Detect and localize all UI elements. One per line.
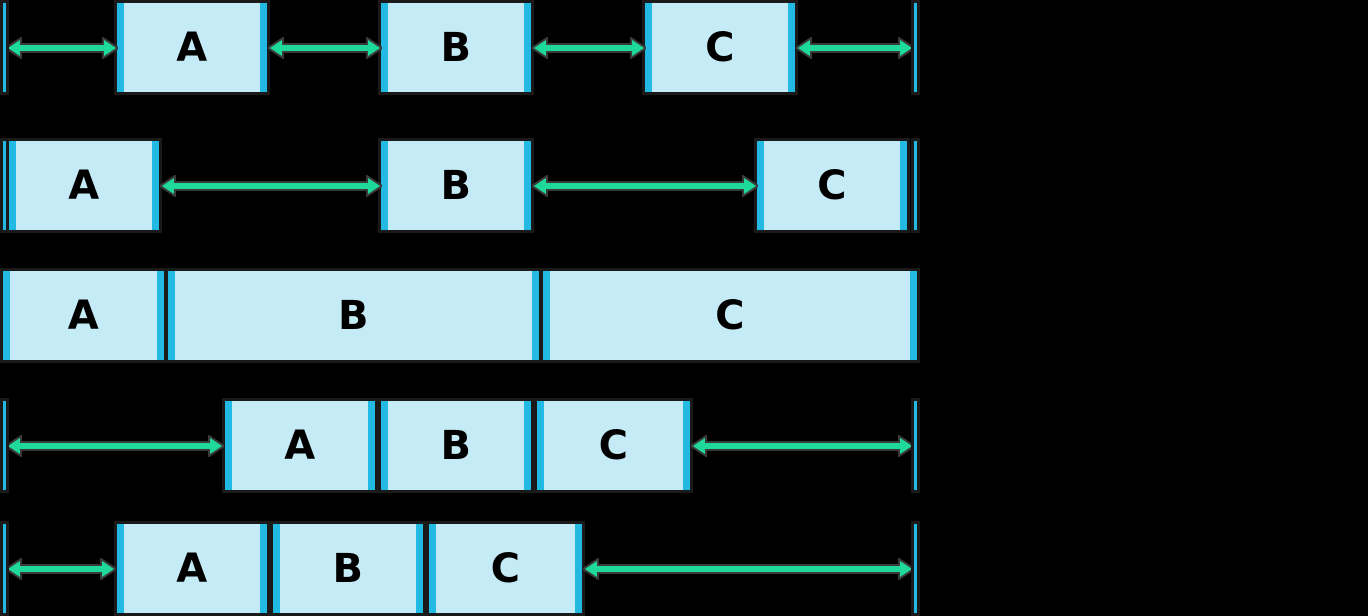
flex-item-label: B bbox=[332, 545, 364, 592]
flex-item-label: C bbox=[490, 545, 521, 592]
flex-item-c: C bbox=[540, 268, 920, 363]
container-edge-end bbox=[911, 398, 920, 493]
flex-row-space-between: A B C bbox=[0, 138, 920, 233]
spacing-arrow bbox=[532, 37, 646, 59]
flex-item-b: B bbox=[378, 398, 534, 493]
container-edge-start bbox=[0, 138, 9, 233]
spacing-arrow bbox=[532, 175, 758, 197]
container-edge-end bbox=[911, 521, 920, 616]
flex-item-label: C bbox=[715, 292, 745, 339]
flex-item-label: A bbox=[284, 422, 316, 469]
container-edge-start bbox=[0, 521, 9, 616]
flex-item-c: C bbox=[642, 0, 798, 95]
flex-item-label: C bbox=[598, 422, 629, 469]
spacing-arrow bbox=[583, 558, 914, 580]
flex-item-label: A bbox=[176, 24, 208, 71]
container-edge-start bbox=[0, 398, 9, 493]
flex-item-b: B bbox=[378, 138, 534, 233]
flex-item-a: A bbox=[6, 138, 162, 233]
container-edge-start bbox=[0, 0, 9, 95]
flex-item-label: B bbox=[440, 24, 472, 71]
flex-item-label: B bbox=[440, 162, 472, 209]
spacing-arrow bbox=[6, 435, 224, 457]
flex-item-c: C bbox=[534, 398, 693, 493]
flex-item-label: A bbox=[67, 292, 100, 339]
flex-item-c: C bbox=[426, 521, 585, 616]
spacing-arrow bbox=[6, 37, 118, 59]
flex-item-b: B bbox=[165, 268, 542, 363]
spacing-arrow bbox=[268, 37, 382, 59]
flex-item-label: C bbox=[705, 24, 735, 71]
flex-item-label: B bbox=[338, 292, 369, 339]
flex-item-a: A bbox=[114, 521, 270, 616]
flex-item-b: B bbox=[270, 521, 426, 616]
spacing-arrow bbox=[691, 435, 914, 457]
flex-item-label: B bbox=[440, 422, 472, 469]
flex-row-flex-start: A B C bbox=[0, 521, 920, 616]
flex-item-a: A bbox=[0, 268, 167, 363]
flex-item-b: B bbox=[378, 0, 534, 95]
flex-item-label: C bbox=[817, 162, 847, 209]
flex-item-label: A bbox=[68, 162, 100, 209]
container-edge-end bbox=[911, 138, 920, 233]
flex-row-stretch: A B C bbox=[0, 268, 920, 363]
spacing-arrow bbox=[6, 558, 116, 580]
flex-item-a: A bbox=[114, 0, 270, 95]
spacing-arrow bbox=[160, 175, 382, 197]
flex-row-center: A B C bbox=[0, 398, 920, 493]
flex-item-label: A bbox=[176, 545, 208, 592]
flex-row-space-around: A B C bbox=[0, 0, 920, 95]
flex-item-c: C bbox=[754, 138, 910, 233]
spacing-arrow bbox=[796, 37, 914, 59]
flex-item-a: A bbox=[222, 398, 378, 493]
container-edge-end bbox=[911, 0, 920, 95]
